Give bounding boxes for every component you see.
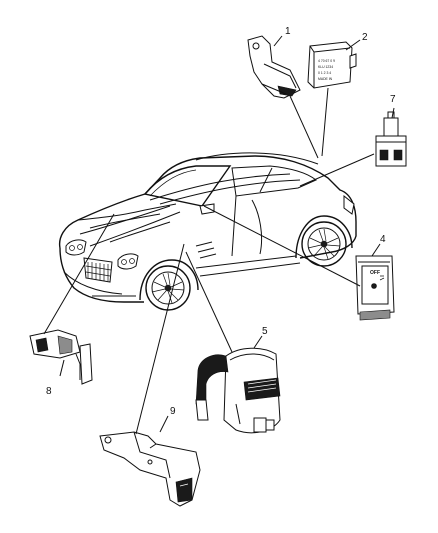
part-5-sensor-housing xyxy=(195,347,281,434)
svg-text:0 1 2 3 4: 0 1 2 3 4 xyxy=(318,71,331,75)
callout-2: 2 xyxy=(362,32,368,43)
callout-1: 1 xyxy=(285,26,291,37)
callout-4: 4 xyxy=(380,234,386,245)
callout-7: 7 xyxy=(390,94,396,105)
part-9-bracket xyxy=(99,431,201,507)
leader-lines xyxy=(43,35,395,435)
part-8-sensor xyxy=(29,329,93,385)
callout-8: 8 xyxy=(46,386,52,397)
callout-5: 5 xyxy=(262,326,268,337)
part-2-module: 4 70 67 0 9 KLU 1234 0 1 2 3 4 MADE IN xyxy=(307,41,357,89)
svg-text:MADE IN: MADE IN xyxy=(318,77,333,81)
svg-text:KLU 1234: KLU 1234 xyxy=(318,65,333,69)
svg-text:4 70 67 0 9: 4 70 67 0 9 xyxy=(318,59,335,63)
callout-labels: 1 2 7 4 5 9 8 xyxy=(46,26,396,417)
part-1-bracket xyxy=(247,35,301,99)
callout-9: 9 xyxy=(170,406,176,417)
part-4-control: OFF xyxy=(355,255,395,321)
part-4-off-label: OFF xyxy=(370,270,380,276)
vehicle-illustration xyxy=(58,152,357,311)
part-7-switch xyxy=(375,111,407,167)
